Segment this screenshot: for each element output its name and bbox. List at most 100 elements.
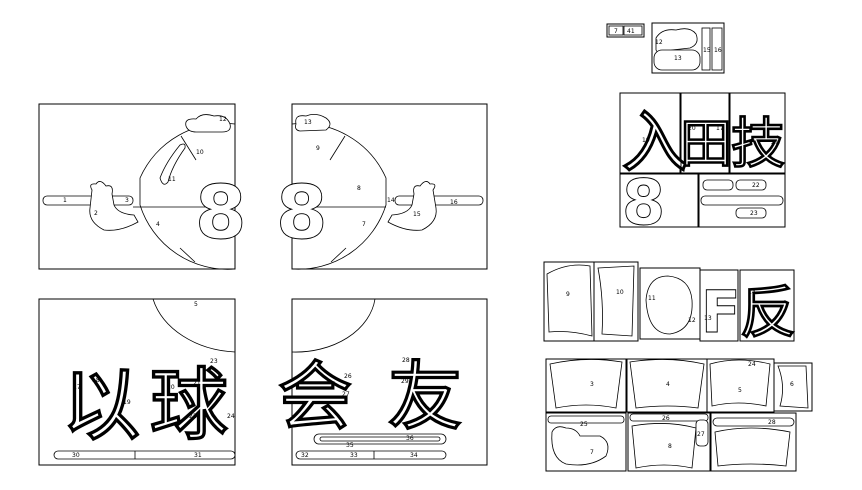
label: 23 — [750, 210, 758, 217]
label: 24 — [748, 361, 756, 368]
part-shape — [777, 365, 809, 409]
part-shape — [608, 25, 624, 36]
sheet-frame — [545, 412, 627, 472]
glove-shape — [387, 181, 437, 231]
label: 17 — [716, 125, 724, 132]
label: 21 — [193, 380, 201, 387]
bar-shape — [53, 450, 236, 460]
label: 3 — [590, 381, 594, 388]
sheet-frame — [710, 412, 797, 472]
divider-line — [330, 247, 347, 263]
part-shape — [712, 417, 795, 427]
label: 23 — [210, 358, 218, 365]
panel-top-right: 8 13 9 8 7 14 15 16 — [276, 103, 488, 270]
sheet-frame — [545, 358, 627, 413]
part-shape — [549, 359, 623, 409]
panel-bottom-left: 以 球 5 17 18 19 20 21 22 23 24 30 31 — [38, 298, 236, 466]
label: 4 — [666, 381, 670, 388]
label: 11 — [648, 295, 656, 302]
char-shape: 反 — [740, 281, 796, 346]
label: 4 — [156, 221, 160, 228]
label: 15 — [703, 47, 711, 54]
label: 6 — [790, 381, 794, 388]
label: 13 — [674, 55, 682, 62]
label: 11 — [168, 176, 176, 183]
part-shape — [629, 413, 709, 422]
part-shape — [645, 275, 693, 335]
part-shape — [702, 179, 734, 191]
label: 10 — [616, 289, 624, 296]
part-shape — [631, 423, 697, 469]
bar-shape — [394, 195, 484, 206]
label: 16 — [714, 47, 722, 54]
label: 27 — [697, 431, 705, 438]
label: 12 — [219, 116, 227, 123]
bar-shape — [295, 450, 447, 460]
label: 27 — [342, 391, 350, 398]
label: 16 — [450, 199, 458, 206]
char-shape: 以 — [62, 361, 140, 451]
label: 28 — [768, 419, 776, 426]
ball-outline — [291, 123, 387, 270]
panel-frame — [38, 103, 236, 270]
sheet-frame — [619, 173, 699, 228]
nest-sheet-3: F 反 9 10 11 12 13 14 — [543, 261, 796, 346]
label: 3 — [125, 197, 129, 204]
part-shape — [711, 27, 723, 71]
part-shape — [735, 179, 767, 191]
label: 18 — [92, 377, 100, 384]
label: 34 — [410, 452, 418, 459]
label: 26 — [344, 373, 352, 380]
part-shape — [653, 49, 701, 71]
divider-line — [329, 135, 346, 161]
part-shape — [623, 25, 643, 36]
part-shape — [629, 359, 705, 409]
label: 15 — [413, 211, 421, 218]
label: 20 — [688, 125, 696, 132]
label: 12 — [655, 39, 663, 46]
label: 5 — [194, 301, 198, 308]
label: 14 — [748, 289, 756, 296]
panel-frame — [38, 298, 236, 466]
label: 7 — [614, 28, 618, 35]
label: 35 — [346, 442, 354, 449]
panel-top-left: 8 1 2 3 4 10 11 12 — [38, 103, 247, 270]
part-shape — [546, 264, 593, 337]
part-shape — [597, 265, 635, 337]
panel-bottom-right: 会 友 26 27 28 29 35 36 32 33 34 — [278, 298, 488, 466]
cap-shape — [295, 114, 331, 132]
char-shape: 田 — [680, 115, 732, 175]
label: 20 — [167, 384, 175, 391]
char-shape: 入 — [622, 104, 688, 181]
part-shape — [695, 419, 709, 447]
label: 1 — [63, 197, 67, 204]
label: 9 — [316, 145, 320, 152]
part-shape — [700, 195, 784, 206]
char-shape: 技 — [731, 112, 785, 175]
label: 33 — [350, 452, 358, 459]
cap-shape — [185, 114, 231, 133]
part-shape — [551, 426, 609, 466]
label: 8 — [668, 443, 672, 450]
ball-bottom-arc — [291, 298, 376, 353]
sheet-frame — [619, 92, 681, 174]
label: 30 — [72, 452, 80, 459]
sheet-frame — [739, 269, 795, 342]
sheet-frame — [627, 412, 711, 472]
sheet-frame — [593, 261, 639, 342]
sheet-frame — [606, 23, 645, 38]
digit-8: 8 — [195, 170, 247, 256]
sheet-frame — [698, 173, 786, 228]
digit-8: 8 — [622, 166, 665, 239]
label: 31 — [194, 452, 202, 459]
label: 41 — [627, 28, 635, 35]
highlight-shape — [159, 143, 186, 185]
part-shape — [547, 415, 625, 424]
label: 7 — [362, 221, 366, 228]
glove-shape — [89, 181, 139, 231]
label: 2 — [94, 210, 98, 217]
label: 19 — [642, 137, 650, 144]
char-shape: F — [701, 278, 741, 346]
sheet-frame — [651, 22, 725, 74]
